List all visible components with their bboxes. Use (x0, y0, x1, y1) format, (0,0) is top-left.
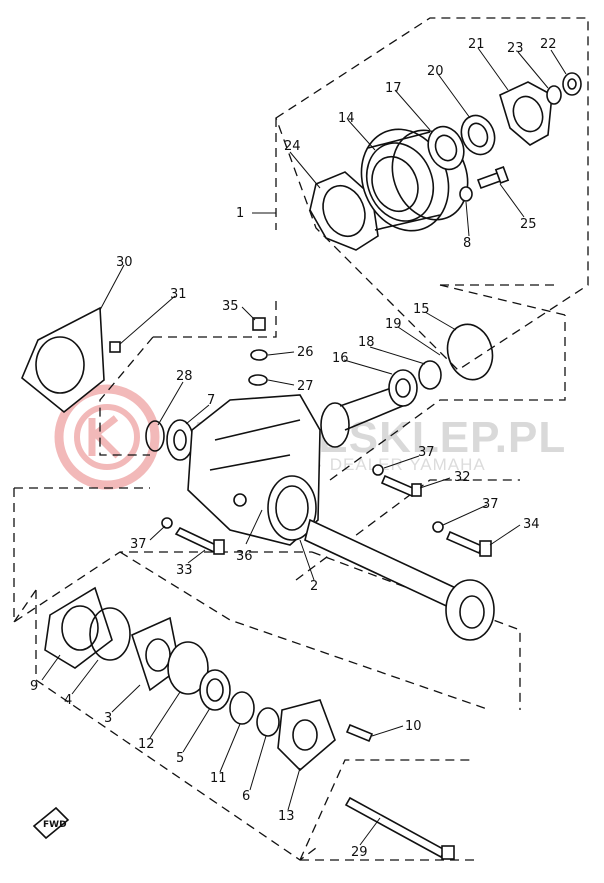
callout-37-right: 37 (482, 497, 499, 512)
callout-37-top: 37 (418, 445, 435, 460)
collar-19 (418, 360, 442, 390)
callout-14: 14 (338, 111, 355, 126)
oring-28 (145, 420, 165, 452)
callout-6: 6 (242, 789, 250, 804)
washer-26 (250, 349, 268, 361)
callout-27: 27 (297, 379, 314, 394)
seal-6 (256, 707, 280, 737)
snap-ring-11 (229, 691, 255, 725)
callout-29: 29 (351, 845, 368, 860)
callout-19: 19 (385, 317, 402, 332)
callout-16: 16 (332, 351, 349, 366)
fwd-label: FWD (43, 820, 67, 830)
callout-7: 7 (207, 393, 215, 408)
callout-31: 31 (170, 287, 187, 302)
oring-4 (89, 607, 131, 661)
callout-3: 3 (104, 711, 112, 726)
callout-34: 34 (523, 517, 540, 532)
bolt-32 (380, 474, 422, 498)
gasket-30 (21, 306, 105, 414)
bearing-7 (166, 419, 194, 461)
bolt-34 (445, 530, 492, 557)
bearing-18 (388, 369, 418, 407)
callout-labels: 1 2 3 4 5 6 7 8 9 10 11 12 13 14 15 16 1… (30, 37, 557, 860)
callout-36: 36 (236, 549, 253, 564)
oring-15 (446, 323, 494, 381)
callout-4: 4 (64, 693, 72, 708)
callout-17: 17 (385, 81, 402, 96)
callout-2: 2 (310, 579, 318, 594)
callout-1: 1 (236, 206, 244, 221)
washer-37 (372, 464, 384, 476)
seal-20 (460, 114, 496, 156)
dowel-31 (109, 341, 121, 353)
callout-20: 20 (427, 64, 444, 79)
leader-lines (41, 47, 567, 846)
gasket-9 (44, 586, 113, 669)
bolt-25 (476, 166, 510, 190)
callout-18: 18 (358, 335, 375, 350)
callout-30: 30 (116, 255, 133, 270)
callout-8: 8 (463, 236, 471, 251)
gear-case-2 (187, 394, 321, 546)
callout-15: 15 (413, 302, 430, 317)
callout-5: 5 (176, 751, 184, 766)
washer-8 (459, 186, 473, 202)
callout-37-left: 37 (130, 537, 147, 552)
callout-13: 13 (278, 809, 295, 824)
callout-11: 11 (210, 771, 227, 786)
washer-27 (248, 374, 268, 386)
flange-21 (499, 81, 553, 146)
bolt-10 (345, 723, 374, 743)
callout-24: 24 (284, 139, 301, 154)
bolt-33 (174, 526, 225, 555)
callout-22: 22 (540, 37, 557, 52)
nut-22 (562, 72, 582, 96)
callout-21: 21 (468, 37, 485, 52)
callout-32: 32 (454, 470, 471, 485)
callout-35: 35 (222, 299, 239, 314)
callout-9: 9 (30, 679, 38, 694)
housing-14 (360, 128, 469, 232)
cover-13 (277, 699, 336, 772)
stud-29 (344, 796, 455, 860)
callout-25: 25 (520, 217, 537, 232)
bearing-17 (427, 125, 465, 171)
watermark-logo (54, 384, 160, 490)
washer-37-left (161, 517, 173, 529)
washer-37-right (432, 521, 444, 533)
fwd-arrow: FWD (32, 806, 70, 840)
nut-35 (252, 317, 266, 331)
callout-28: 28 (176, 369, 193, 384)
callout-12: 12 (138, 737, 155, 752)
callout-33: 33 (176, 563, 193, 578)
callout-23: 23 (507, 41, 524, 56)
assembly-boundaries (13, 17, 589, 861)
gasket-12 (167, 641, 209, 695)
gasket-24 (309, 171, 379, 251)
bearing-5 (199, 669, 231, 711)
callout-26: 26 (297, 345, 314, 360)
callout-10: 10 (405, 719, 422, 734)
drive-shaft (304, 518, 495, 641)
washer-23 (546, 85, 562, 105)
